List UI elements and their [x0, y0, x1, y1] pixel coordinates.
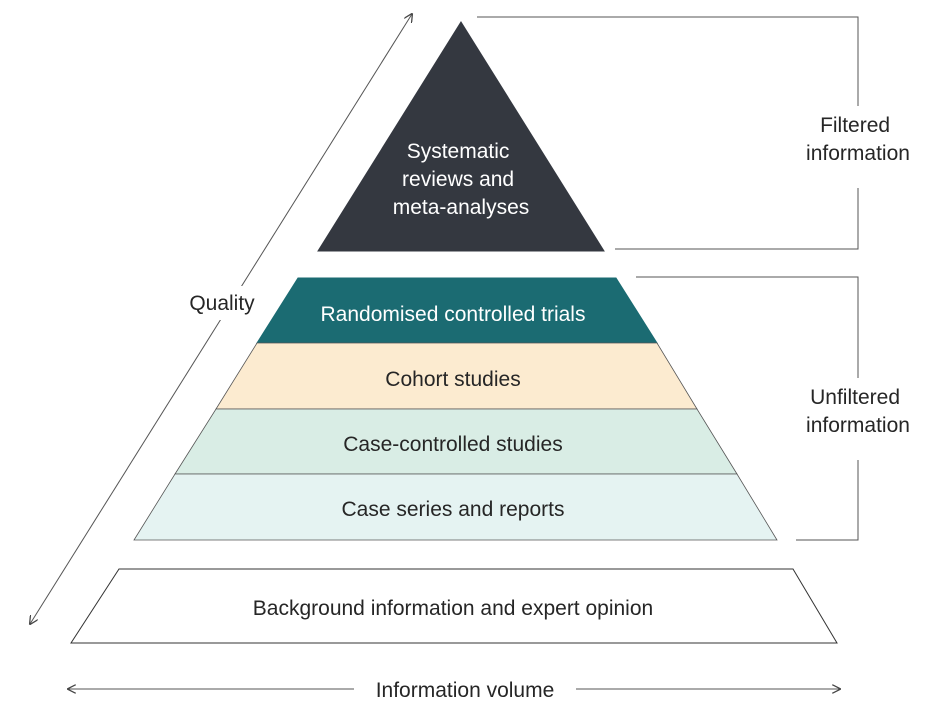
unfiltered-line-2: information: [806, 414, 910, 437]
tier-cohort-label: Cohort studies: [385, 368, 520, 391]
tier-systematic-reviews: [317, 21, 605, 252]
tier-rct-label: Randomised controlled trials: [321, 303, 586, 326]
tier-systematic-label: Systematic reviews and meta-analyses: [393, 140, 530, 219]
quality-axis-label: Quality: [189, 292, 255, 315]
information-volume-label: Information volume: [376, 679, 555, 702]
tier-systematic-line-1: Systematic: [407, 140, 510, 163]
quality-label-backdrop: [180, 286, 266, 320]
tier-background-label: Background information and expert opinio…: [253, 597, 653, 620]
filtered-line-1: Filtered: [820, 114, 890, 137]
tier-case-series-reports: [133, 473, 778, 541]
unfiltered-line-1: Unfiltered: [810, 386, 900, 409]
filtered-line-2: information: [806, 142, 910, 165]
tier-case-controlled-label: Case-controlled studies: [343, 433, 562, 456]
tier-background-information: [70, 568, 838, 644]
unfiltered-information-label: Unfiltered information: [806, 386, 910, 437]
filtered-bracket: [477, 16, 859, 106]
tier-systematic-line-2: reviews and: [402, 168, 514, 191]
filtered-information-label: Filtered information: [806, 114, 910, 165]
filtered-bracket-lower: [615, 188, 859, 250]
tier-systematic-line-3: meta-analyses: [393, 196, 530, 219]
unfiltered-bracket: [636, 276, 859, 378]
tier-case-series-label: Case series and reports: [342, 498, 565, 521]
unfiltered-bracket-lower: [796, 460, 859, 541]
